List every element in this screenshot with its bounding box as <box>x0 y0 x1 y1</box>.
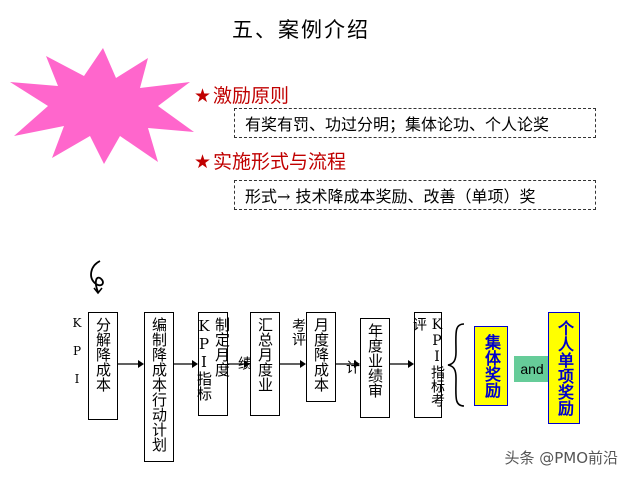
flow-step-5: 月度降成本 <box>306 312 336 402</box>
and-label: and <box>520 361 544 377</box>
individual-reward-box: 个人单项奖励 <box>548 312 580 424</box>
section-heading-incentive-principle: ★激励原则 <box>194 81 289 108</box>
watermark: 头条 @PMO前沿 <box>504 449 618 467</box>
flow-step-label: 分解降成本 <box>94 317 112 392</box>
connector-label-kaoping: 考评 <box>290 318 306 346</box>
flow-step-label: 年度业绩审 <box>366 323 384 398</box>
individual-reward-label: 个人单项奖励 <box>555 320 574 416</box>
and-connector-box: and <box>514 356 550 382</box>
implementation-form-box: 形式→ 技术降成本奖励、改善（单项）奖 <box>234 180 596 210</box>
flow-arrow <box>390 360 414 368</box>
flow-arrow <box>174 360 198 368</box>
group-reward-label: 集体奖励 <box>482 334 501 398</box>
curly-brace <box>447 323 465 407</box>
flow-step-label: 编制降成本行动计划 <box>150 317 168 452</box>
star-icon: ★ <box>194 85 212 107</box>
flow-step-label: 月度降成本 <box>312 317 330 392</box>
flow-step-1: 分解降成本 <box>88 312 118 420</box>
flow-arrow <box>118 360 144 368</box>
implementation-form-text: 形式→ 技术降成本奖励、改善（单项）奖 <box>245 187 536 206</box>
flow-step-3: 制定月度KPI指标 <box>195 312 231 416</box>
starburst-decoration <box>10 48 194 164</box>
kpi-side-label: KPI <box>70 316 84 400</box>
flow-step-7: KPI指标考评 <box>411 312 445 418</box>
section-heading-text: 激励原则 <box>213 85 290 107</box>
starburst-shape <box>10 48 194 164</box>
section-heading-implementation: ★实施形式与流程 <box>194 147 346 174</box>
incentive-principle-box: 有奖有罚、功过分明；集体论功、个人论奖 <box>234 108 596 138</box>
section-heading-text: 实施形式与流程 <box>213 151 347 173</box>
connector-label-ji: 绩 <box>236 356 252 370</box>
flow-step-label: 制定月度KPI指标 <box>195 317 231 401</box>
connector-label-ji2: 计 <box>344 360 360 374</box>
flow-arrow <box>280 360 306 368</box>
flow-step-label: KPI指标考评 <box>411 317 445 407</box>
flow-step-6: 年度业绩审 <box>360 318 390 418</box>
flow-step-label: 汇总月度业 <box>256 317 274 392</box>
flow-arrow <box>228 360 250 368</box>
star-icon: ★ <box>194 151 212 173</box>
spiral-arrow-icon <box>90 260 104 295</box>
flow-arrow <box>336 360 360 368</box>
group-reward-box: 集体奖励 <box>474 326 508 406</box>
page-title: 五、案例介绍 <box>232 18 370 42</box>
flow-step-4: 汇总月度业 <box>250 312 280 416</box>
flow-step-2: 编制降成本行动计划 <box>144 312 174 462</box>
incentive-principle-text: 有奖有罚、功过分明；集体论功、个人论奖 <box>245 115 550 134</box>
